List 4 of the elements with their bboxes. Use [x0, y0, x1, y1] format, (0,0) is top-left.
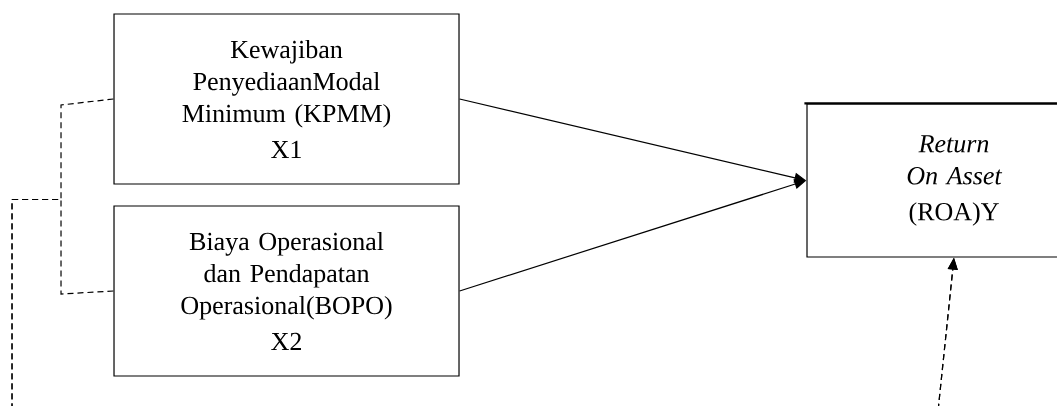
variable-box: Biaya Operasional dan Pendapatan Operasional(BOPO) X2	[113, 205, 460, 377]
variable-box: Return On Asset (ROA)Y	[804, 102, 1057, 258]
variable-box: Kewajiban PenyediaanModal Minimum (KPMM) X1	[113, 13, 460, 185]
dashed-arrow	[11, 198, 958, 406]
